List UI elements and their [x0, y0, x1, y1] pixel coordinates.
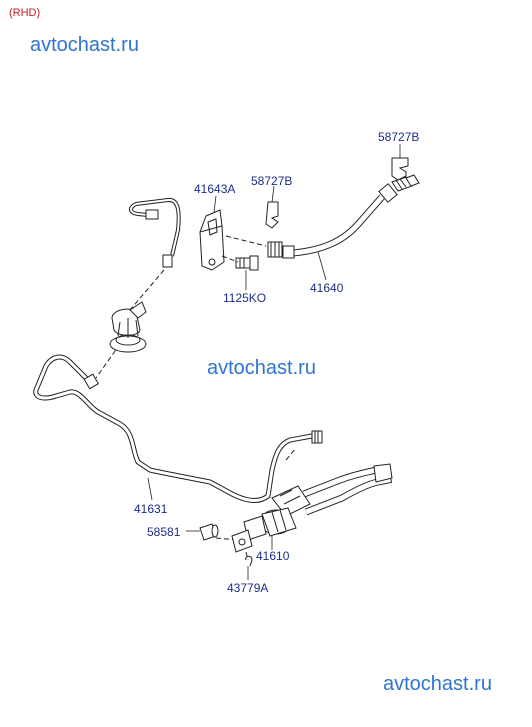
part-label-41631[interactable]: 41631 [134, 502, 168, 516]
reservoir-fitting [109, 301, 147, 353]
clutch-hose-41640 [267, 174, 420, 259]
part-label-58727B-left[interactable]: 58727B [251, 174, 293, 188]
part-label-41643A[interactable]: 41643A [194, 182, 236, 196]
pin-58581 [199, 523, 219, 541]
leader-lines [147, 144, 401, 580]
upper-pipe [129, 198, 181, 268]
part-label-58727B-right[interactable]: 58727B [378, 130, 420, 144]
clip-58727B-right [391, 157, 409, 181]
part-label-58581[interactable]: 58581 [147, 525, 181, 539]
bracket-41643A [199, 209, 225, 271]
variant-label: (RHD) [9, 7, 41, 19]
part-label-1125KO[interactable]: 1125KO [223, 291, 267, 305]
bolt-1125KO [235, 255, 259, 271]
watermark-middle[interactable]: avtochast.ru [207, 357, 316, 379]
clip-43779A [245, 555, 253, 567]
part-label-41610[interactable]: 41610 [256, 549, 290, 563]
part-label-43779A[interactable]: 43779A [227, 581, 269, 595]
clutch-pipe-41631 [33, 354, 323, 503]
watermark-bottom[interactable]: avtochast.ru [383, 673, 492, 695]
master-cylinder-41610 [231, 463, 393, 553]
part-label-41640[interactable]: 41640 [310, 281, 344, 295]
watermark-top[interactable]: avtochast.ru [30, 34, 139, 56]
clip-58727B-left [265, 201, 279, 229]
